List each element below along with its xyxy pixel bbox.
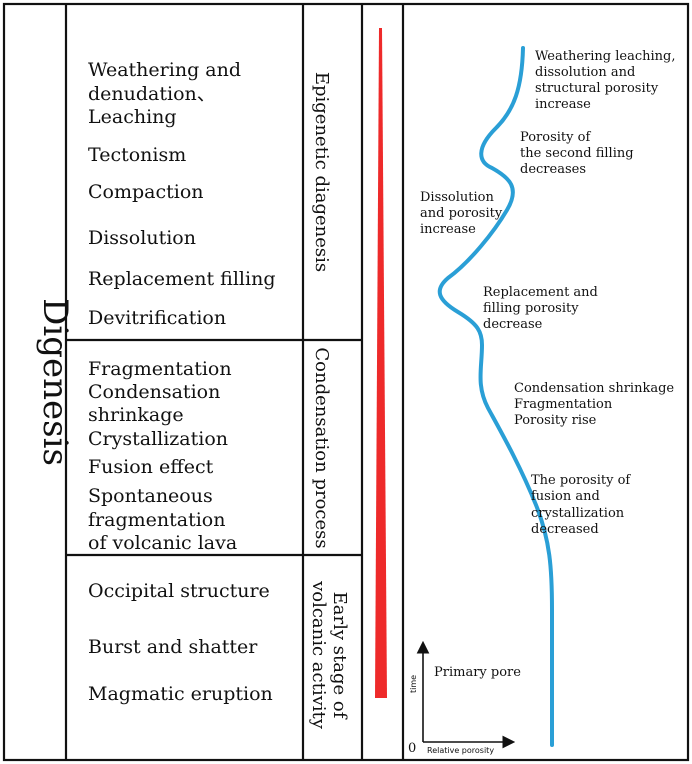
svg-text:The porosity of: The porosity of: [531, 473, 631, 488]
process-compaction: Compaction: [88, 181, 204, 203]
process-fusion-effect: Fusion effect: [88, 456, 214, 478]
process-occipital-structure: Occipital structure: [88, 580, 270, 602]
stage-label-early-line1: Early stage of: [329, 592, 350, 720]
svg-text:and porosity: and porosity: [420, 206, 503, 221]
process-volcanic-lava: of volcanic lava: [88, 532, 237, 554]
svg-text:Porosity rise: Porosity rise: [514, 413, 597, 428]
axis-origin: 0: [408, 741, 416, 756]
svg-text:structural porosity: structural porosity: [535, 81, 659, 96]
process-devitrification: Devitrification: [88, 307, 226, 329]
diagram-title: Digenesis: [35, 298, 75, 466]
svg-text:Fragmentation: Fragmentation: [514, 397, 613, 412]
axis-label-relative-porosity: Relative porosity: [427, 746, 494, 755]
process-denudation: denudation、: [88, 83, 216, 105]
svg-text:decreased: decreased: [531, 522, 599, 537]
annotation-fusion: The porosity of fusion and crystallizati…: [531, 473, 631, 537]
svg-text:the second filling: the second filling: [520, 146, 634, 161]
svg-text:Dissolution: Dissolution: [420, 190, 494, 205]
axis-label-time: time: [409, 675, 418, 693]
svg-text:Condensation shrinkage: Condensation shrinkage: [514, 381, 674, 396]
svg-text:Weathering leaching,: Weathering leaching,: [535, 49, 675, 64]
process-condensation: Condensation: [88, 381, 220, 403]
process-dissolution: Dissolution: [88, 227, 196, 249]
process-replacement-filling: Replacement filling: [88, 268, 275, 290]
stage-label-epigenetic: Epigenetic diagenesis: [311, 72, 332, 272]
svg-text:Replacement and: Replacement and: [483, 285, 598, 300]
svg-text:dissolution and: dissolution and: [535, 65, 635, 80]
stage-label-early-line2: volcanic activity: [308, 580, 329, 730]
process-fragmentation-of: fragmentation: [88, 509, 225, 531]
process-tectonism: Tectonism: [88, 144, 186, 166]
process-shrinkage: shrinkage: [88, 404, 184, 426]
svg-text:fusion and: fusion and: [531, 489, 600, 504]
stage-epigenetic-processes: Weathering and denudation、 Leaching Tect…: [88, 59, 275, 329]
process-magmatic-eruption: Magmatic eruption: [88, 683, 273, 705]
process-burst-shatter: Burst and shatter: [88, 636, 258, 658]
annotation-dissolution: Dissolution and porosity increase: [420, 190, 503, 237]
annotation-second-filling: Porosity of the second filling decreases: [520, 130, 634, 177]
svg-text:increase: increase: [420, 222, 476, 237]
stage-early-processes: Occipital structure Burst and shatter Ma…: [88, 580, 273, 705]
process-leaching: Leaching: [88, 106, 177, 128]
annotation-replacement: Replacement and filling porosity decreas…: [483, 285, 598, 332]
svg-text:decreases: decreases: [520, 162, 586, 177]
process-crystallization: Crystallization: [88, 428, 228, 450]
stage-label-condensation: Condensation process: [311, 347, 332, 548]
trend-wedge: [375, 28, 387, 698]
svg-text:increase: increase: [535, 97, 591, 112]
stage-condensation-processes: Fragmentation Condensation shrinkage Cry…: [88, 358, 237, 554]
svg-text:decrease: decrease: [483, 317, 543, 332]
annotation-weathering: Weathering leaching, dissolution and str…: [535, 49, 675, 112]
process-spontaneous: Spontaneous: [88, 485, 213, 507]
svg-text:Porosity of: Porosity of: [520, 130, 591, 145]
annotation-condensation: Condensation shrinkage Fragmentation Por…: [514, 381, 674, 428]
porosity-curve: [437, 46, 554, 747]
mini-axes: [416, 640, 516, 749]
process-weathering: Weathering and: [88, 59, 241, 81]
svg-text:filling porosity: filling porosity: [483, 301, 579, 316]
primary-pore-label: Primary pore: [434, 665, 521, 680]
svg-text:crystallization: crystallization: [531, 506, 625, 521]
process-fragmentation: Fragmentation: [88, 358, 232, 380]
